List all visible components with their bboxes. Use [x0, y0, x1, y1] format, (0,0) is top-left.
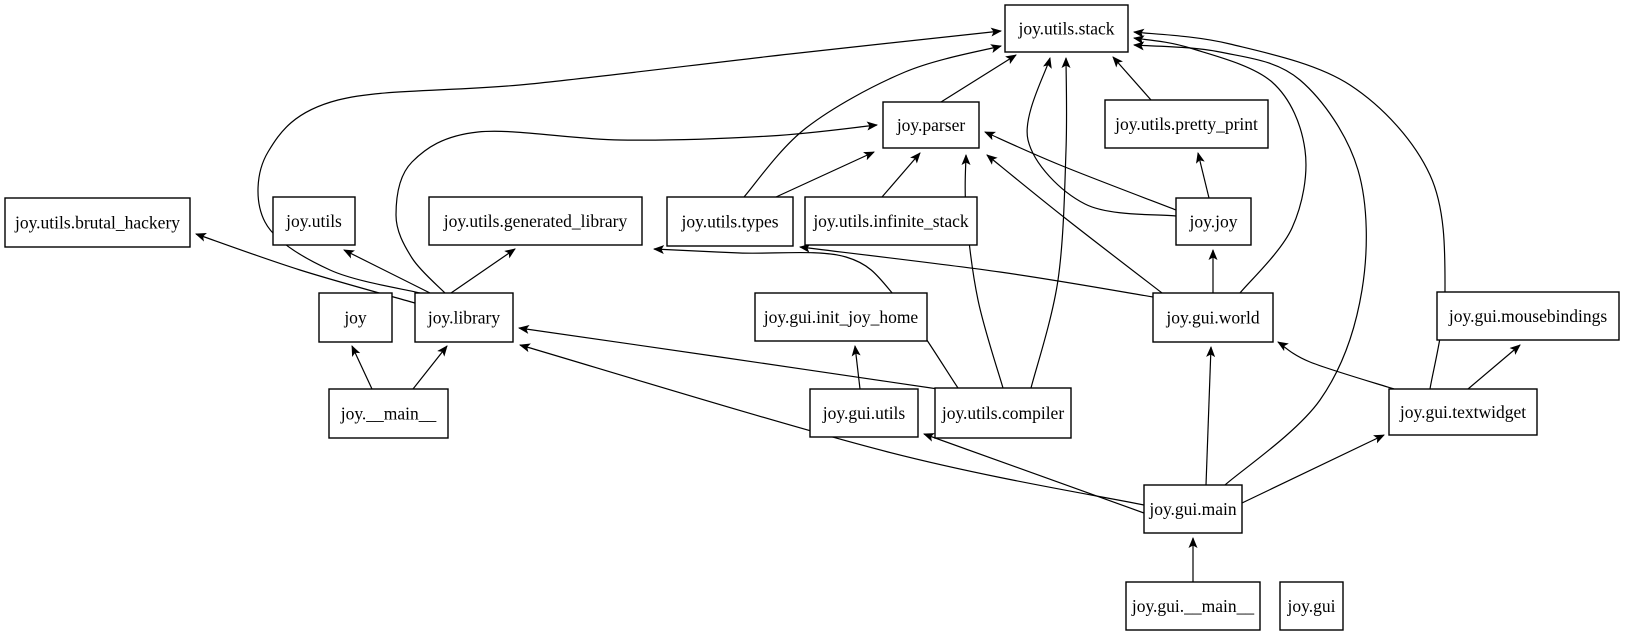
edge-joy-utils-infinite-stack-to-joy-parser	[881, 152, 921, 198]
edge-joy-utils-compiler-to-joy-utils-stack	[1030, 57, 1071, 389]
edge-joy-gui-world-to-joy-parser	[986, 154, 1163, 294]
edge-joy-gui-main-to-joy-utils-stack	[1133, 41, 1367, 486]
node-box-joy-main	[328, 388, 449, 439]
node-label-joy-joy: joy.joy	[1189, 212, 1238, 232]
edge-joy-gui-utils-to-joy-gui-init-joy-home	[851, 345, 861, 390]
node-box-joy-utils	[272, 196, 356, 246]
edge-joy-gui-textwidget-to-joy-gui-mousebindings	[1467, 344, 1521, 390]
node-label-joy-gui-main: joy.gui.main	[1148, 499, 1237, 519]
edge-joy-utils-types-to-joy-utils-stack	[743, 44, 1002, 198]
edge-joy-parser-to-joy-utils-stack	[940, 54, 1017, 103]
node-label-joy-gui-textwidget: joy.gui.textwidget	[1399, 402, 1526, 422]
edge-joy-gui-world-to-joy-utils-stack	[1133, 35, 1307, 294]
node-box-joy-utils-compiler	[934, 387, 1072, 439]
edge-joy-library-to-joy-utils-stack	[257, 27, 1002, 294]
node-label-joy-utils-brutal-hackery: joy.utils.brutal_hackery	[14, 213, 180, 233]
node-joy: joy	[318, 292, 393, 343]
node-box-joy-library	[414, 292, 514, 343]
node-label-joy-gui-utils: joy.gui.utils	[822, 403, 906, 423]
node-box-joy-utils-pretty-print	[1104, 99, 1269, 149]
edge-joy-utils-types-to-joy-parser	[775, 151, 875, 198]
edge-joy-gui-main-to-joy-library	[519, 343, 1145, 506]
node-joy-gui-textwidget: joy.gui.textwidget	[1388, 388, 1538, 436]
edge-joy-library-to-joy-utils	[343, 249, 431, 294]
node-label-joy-gui-mousebindings: joy.gui.mousebindings	[1448, 306, 1608, 326]
node-joy-gui-main: joy.gui.main	[1143, 484, 1243, 534]
edge-joy-library-to-joy-parser	[395, 121, 878, 294]
node-joy-main: joy.__main__	[328, 388, 449, 439]
node-box-joy-gui-textwidget	[1388, 388, 1538, 436]
node-joy-joy: joy.joy	[1175, 197, 1252, 246]
node-box-joy-utils-types	[666, 196, 794, 247]
node-label-joy-gui: joy.gui	[1287, 596, 1336, 616]
node-joy-utils-stack: joy.utils.stack	[1004, 4, 1129, 53]
edge-joy-main-to-joy	[351, 345, 373, 390]
node-label-joy-utils-pretty-print: joy.utils.pretty_print	[1114, 114, 1258, 134]
node-box-joy	[318, 292, 393, 343]
node-box-joy-gui	[1279, 581, 1344, 631]
node-joy-utils-brutal-hackery: joy.utils.brutal_hackery	[4, 197, 191, 248]
node-box-joy-gui-world	[1152, 292, 1274, 343]
edge-joy-utils-compiler-to-joy-parser	[961, 154, 1004, 389]
node-joy-utils-generated-library: joy.utils.generated_library	[428, 196, 643, 246]
edge-joy-joy-to-joy-utils-stack	[1026, 57, 1177, 217]
node-box-joy-utils-generated-library	[428, 196, 643, 246]
node-label-joy: joy	[343, 308, 367, 328]
node-label-joy-gui-main-main: joy.gui.__main__	[1131, 596, 1255, 616]
edge-joy-gui-main-to-joy-gui-utils	[923, 433, 1145, 514]
node-box-joy-gui-main	[1143, 484, 1243, 534]
edge-joy-gui-main-to-joy-gui-textwidget	[1241, 434, 1385, 504]
nodes-layer: joy.utils.stack joy.parser joy.utils.prett…	[4, 4, 1620, 631]
node-box-joy-parser	[882, 101, 980, 149]
edge-joy-utils-pretty-print-to-joy-utils-stack	[1112, 56, 1152, 101]
edge-joy-library-to-joy-utils-generated-library	[450, 248, 516, 294]
node-label-joy-parser: joy.parser	[896, 115, 966, 135]
node-box-joy-utils-stack	[1004, 4, 1129, 53]
edge-joy-gui-main-to-joy-gui-world	[1205, 346, 1216, 486]
edge-joy-joy-to-joy-parser	[984, 131, 1177, 211]
edge-joy-joy-to-joy-utils-pretty-print	[1196, 152, 1210, 199]
node-joy-utils-infinite-stack: joy.utils.infinite_stack	[804, 196, 978, 246]
edge-joy-gui-textwidget-to-joy-gui-world	[1277, 341, 1395, 390]
node-joy-parser: joy.parser	[882, 101, 980, 149]
node-label-joy-main: joy.__main__	[340, 404, 437, 424]
node-label-joy-utils-generated-library: joy.utils.generated_library	[443, 211, 628, 231]
node-joy-gui-world: joy.gui.world	[1152, 292, 1274, 343]
node-label-joy-library: joy.library	[427, 308, 500, 328]
node-joy-gui-mousebindings: joy.gui.mousebindings	[1436, 291, 1620, 341]
node-label-joy-utils: joy.utils	[285, 211, 342, 231]
node-joy-gui: joy.gui	[1279, 581, 1344, 631]
node-box-joy-gui-init-joy-home	[754, 292, 928, 342]
node-joy-library: joy.library	[414, 292, 514, 343]
node-joy-gui-init-joy-home: joy.gui.init_joy_home	[754, 292, 928, 342]
node-label-joy-gui-init-joy-home: joy.gui.init_joy_home	[763, 307, 919, 327]
node-label-joy-utils-types: joy.utils.types	[680, 212, 778, 232]
node-label-joy-utils-compiler: joy.utils.compiler	[941, 403, 1064, 423]
edge-joy-main-to-joy-library	[412, 345, 448, 390]
edge-joy-gui-world-to-joy-utils-types	[799, 243, 1154, 298]
node-joy-utils-compiler: joy.utils.compiler	[934, 387, 1072, 439]
node-box-joy-utils-infinite-stack	[804, 196, 978, 246]
edges-layer	[195, 27, 1521, 582]
node-label-joy-utils-infinite-stack: joy.utils.infinite_stack	[812, 211, 969, 231]
node-box-joy-gui-mousebindings	[1436, 291, 1620, 341]
node-box-joy-utils-brutal-hackery	[4, 197, 191, 248]
node-joy-gui-main-main: joy.gui.__main__	[1125, 581, 1261, 631]
node-label-joy-gui-world: joy.gui.world	[1165, 308, 1259, 328]
node-label-joy-utils-stack: joy.utils.stack	[1017, 19, 1114, 39]
node-box-joy-joy	[1175, 197, 1252, 246]
node-joy-gui-utils: joy.gui.utils	[809, 388, 919, 438]
node-joy-utils-types: joy.utils.types	[666, 196, 794, 247]
node-box-joy-gui-utils	[809, 388, 919, 438]
node-box-joy-gui-main-main	[1125, 581, 1261, 631]
node-joy-utils-pretty-print: joy.utils.pretty_print	[1104, 99, 1269, 149]
node-joy-utils: joy.utils	[272, 196, 356, 246]
edge-joy-utils-compiler-to-joy-library	[518, 324, 939, 390]
